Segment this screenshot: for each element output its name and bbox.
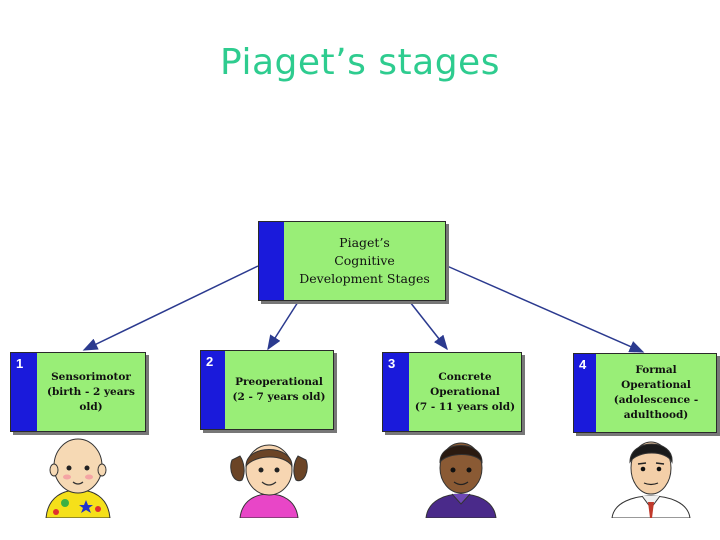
stage-1-label: Sensorimotor (birth - 2 years old) [47, 370, 135, 413]
man-icon [611, 441, 691, 518]
root-node: Piaget’s Cognitive Development Stages [258, 221, 446, 301]
stage-1-node: 1 Sensorimotor (birth - 2 years old) [10, 352, 146, 432]
stage-4-node: 4 Formal Operational (adolescence - adul… [573, 353, 717, 433]
stage-1-bar: 1 [11, 353, 37, 431]
girl-icon [230, 444, 308, 518]
stage-2-node: 2 Preoperational (2 - 7 years old) [200, 350, 334, 430]
stage-3-bar: 3 [383, 353, 409, 431]
boy-icon [425, 442, 497, 518]
stage-4-number: 4 [579, 357, 587, 372]
arrow-to-stage-1 [82, 265, 259, 351]
stage-2-label: Preoperational (2 - 7 years old) [232, 376, 326, 403]
stage-3-node: 3 Concrete Operational (7 - 11 years old… [382, 352, 522, 432]
arrow-to-stage-2 [267, 301, 299, 351]
stage-2-bar: 2 [201, 351, 225, 429]
stage-4-label: Formal Operational (adolescence - adulth… [613, 364, 699, 421]
arrow-to-stage-3 [409, 301, 448, 351]
stage-3-label: Concrete Operational (7 - 11 years old) [414, 370, 516, 413]
slide-title: Piaget’s stages [220, 42, 500, 83]
baby-icon [45, 438, 111, 518]
arrow-to-stage-4 [446, 265, 645, 353]
stage-3-number: 3 [388, 356, 396, 371]
stage-1-number: 1 [16, 356, 24, 371]
stage-2-number: 2 [206, 354, 214, 369]
stage-4-bar: 4 [574, 354, 596, 432]
root-node-bar [259, 222, 284, 300]
root-node-label: Piaget’s Cognitive Development Stages [299, 235, 430, 286]
